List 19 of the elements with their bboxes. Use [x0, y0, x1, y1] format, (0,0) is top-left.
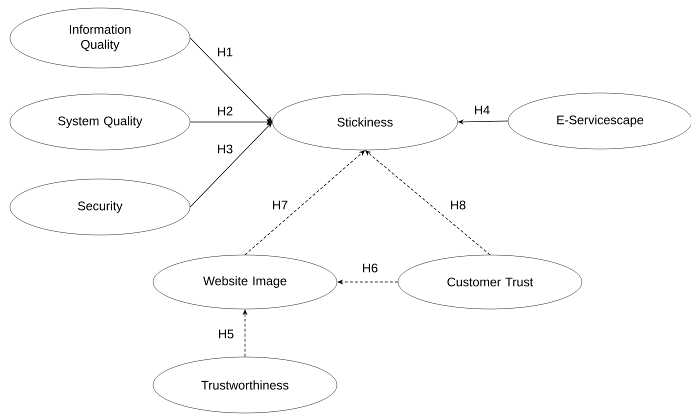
ellipse-node: Information Quality: [10, 8, 190, 68]
ellipse-node: Security: [10, 178, 190, 236]
arrow: [365, 150, 490, 256]
ellipse-node: System Quality: [10, 94, 190, 150]
arrow: [190, 38, 272, 122]
edge-label: H4: [473, 104, 491, 116]
edge-label: H5: [217, 328, 235, 340]
edge-label: H1: [216, 46, 234, 58]
arrow: [190, 122, 272, 208]
ellipse-node: Website Image: [152, 254, 338, 310]
arrow: [244, 150, 365, 256]
edge-label: H3: [216, 144, 234, 154]
edge-label: H7: [271, 200, 289, 210]
ellipse-node: Trustworthiness: [152, 356, 338, 414]
edge-label: H2: [216, 106, 234, 116]
ellipse-node: Customer Trust: [398, 254, 582, 310]
edge-label: H8: [449, 200, 467, 210]
edge-label: H6: [361, 262, 379, 274]
ellipse-node: Stickiness: [272, 94, 458, 150]
